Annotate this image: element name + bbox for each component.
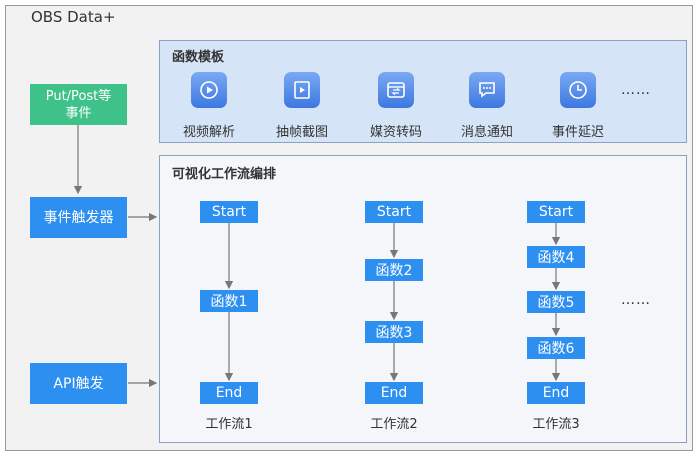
template-label-video-parse: 视频解析 <box>182 125 235 140</box>
function-template-panel <box>159 40 687 143</box>
workflow-1-function-node[interactable]: 函数1 <box>200 290 258 312</box>
workflow-3-end-node[interactable]: End <box>527 382 585 404</box>
put-post-line2: 事件 <box>65 105 92 121</box>
template-label-transcode: 媒资转码 <box>369 125 422 140</box>
workflow-1-start-node[interactable]: Start <box>200 201 258 223</box>
workflow-2-end-node[interactable]: End <box>365 382 423 404</box>
event-trigger-box[interactable]: 事件触发器 <box>30 197 127 238</box>
workflow-2-function-node[interactable]: 函数3 <box>365 321 423 343</box>
workflow-more-ellipsis: …… <box>621 292 651 308</box>
message-icon[interactable] <box>469 72 505 108</box>
template-label-notify: 消息通知 <box>460 125 513 140</box>
workflow-2-label: 工作流2 <box>370 417 418 432</box>
put-post-line1: Put/Post等 <box>45 88 112 104</box>
workflow-3-function-node[interactable]: 函数6 <box>527 337 585 359</box>
put-post-event-box: Put/Post等 事件 <box>30 84 127 125</box>
workflow-1-label: 工作流1 <box>205 417 253 432</box>
workflow-3-function-node[interactable]: 函数5 <box>527 291 585 313</box>
app-title: OBS Data+ <box>31 8 116 26</box>
workflow-2-function-node[interactable]: 函数2 <box>365 259 423 281</box>
api-trigger-box[interactable]: API触发 <box>30 363 127 404</box>
workflow-3-function-node[interactable]: 函数4 <box>527 246 585 268</box>
template-label-delay: 事件延迟 <box>551 125 604 140</box>
transcode-icon[interactable] <box>378 72 414 108</box>
function-template-title: 函数模板 <box>172 50 225 65</box>
workflow-3-start-node[interactable]: Start <box>527 201 585 223</box>
workflow-2-start-node[interactable]: Start <box>365 201 423 223</box>
template-label-frame-capture: 抽帧截图 <box>275 125 328 140</box>
workflow-3-label: 工作流3 <box>532 417 580 432</box>
video-play-icon[interactable] <box>191 72 227 108</box>
frame-capture-icon[interactable] <box>284 72 320 108</box>
clock-icon[interactable] <box>560 72 596 108</box>
template-more-ellipsis: …… <box>621 82 651 98</box>
workflow-1-end-node[interactable]: End <box>200 382 258 404</box>
workflow-panel-title: 可视化工作流编排 <box>172 167 277 182</box>
